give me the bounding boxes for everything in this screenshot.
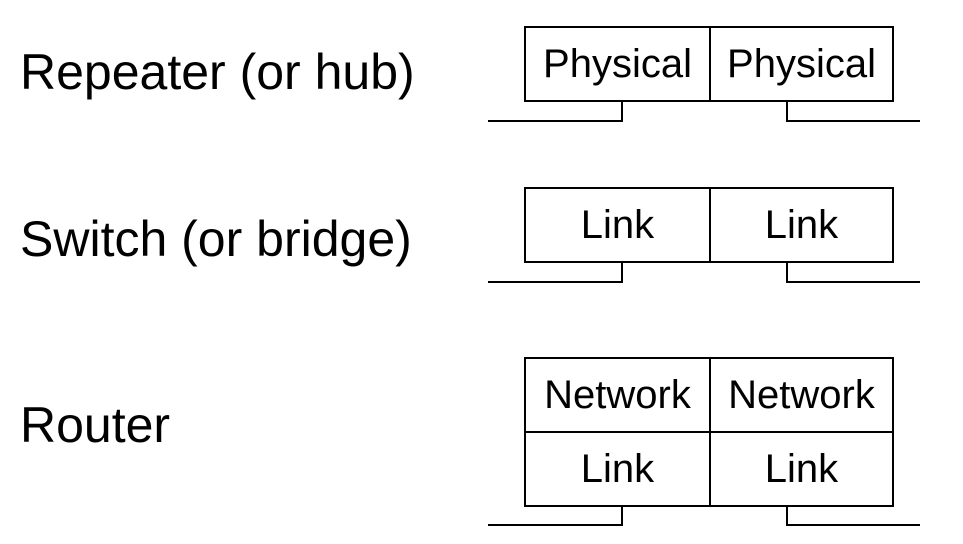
router-left-wire bbox=[488, 506, 623, 526]
repeater-left-physical-layer: Physical bbox=[524, 26, 711, 102]
switch-left-link-layer: Link bbox=[524, 187, 711, 263]
router-right-link-layer: Link bbox=[709, 431, 894, 507]
repeater-left-wire bbox=[488, 101, 623, 122]
switch-left-wire bbox=[488, 262, 623, 283]
router-right-network-layer: Network bbox=[709, 357, 894, 433]
repeater-label: Repeater (or hub) bbox=[20, 44, 415, 100]
repeater-right-wire bbox=[786, 101, 920, 122]
router-left-link-layer: Link bbox=[524, 431, 711, 507]
repeater-right-physical-layer: Physical bbox=[709, 26, 894, 102]
router-right-wire bbox=[786, 506, 920, 526]
switch-label: Switch (or bridge) bbox=[20, 211, 412, 267]
router-left-network-layer: Network bbox=[524, 357, 711, 433]
switch-right-wire bbox=[786, 262, 920, 283]
router-label: Router bbox=[20, 397, 171, 453]
switch-right-link-layer: Link bbox=[709, 187, 894, 263]
